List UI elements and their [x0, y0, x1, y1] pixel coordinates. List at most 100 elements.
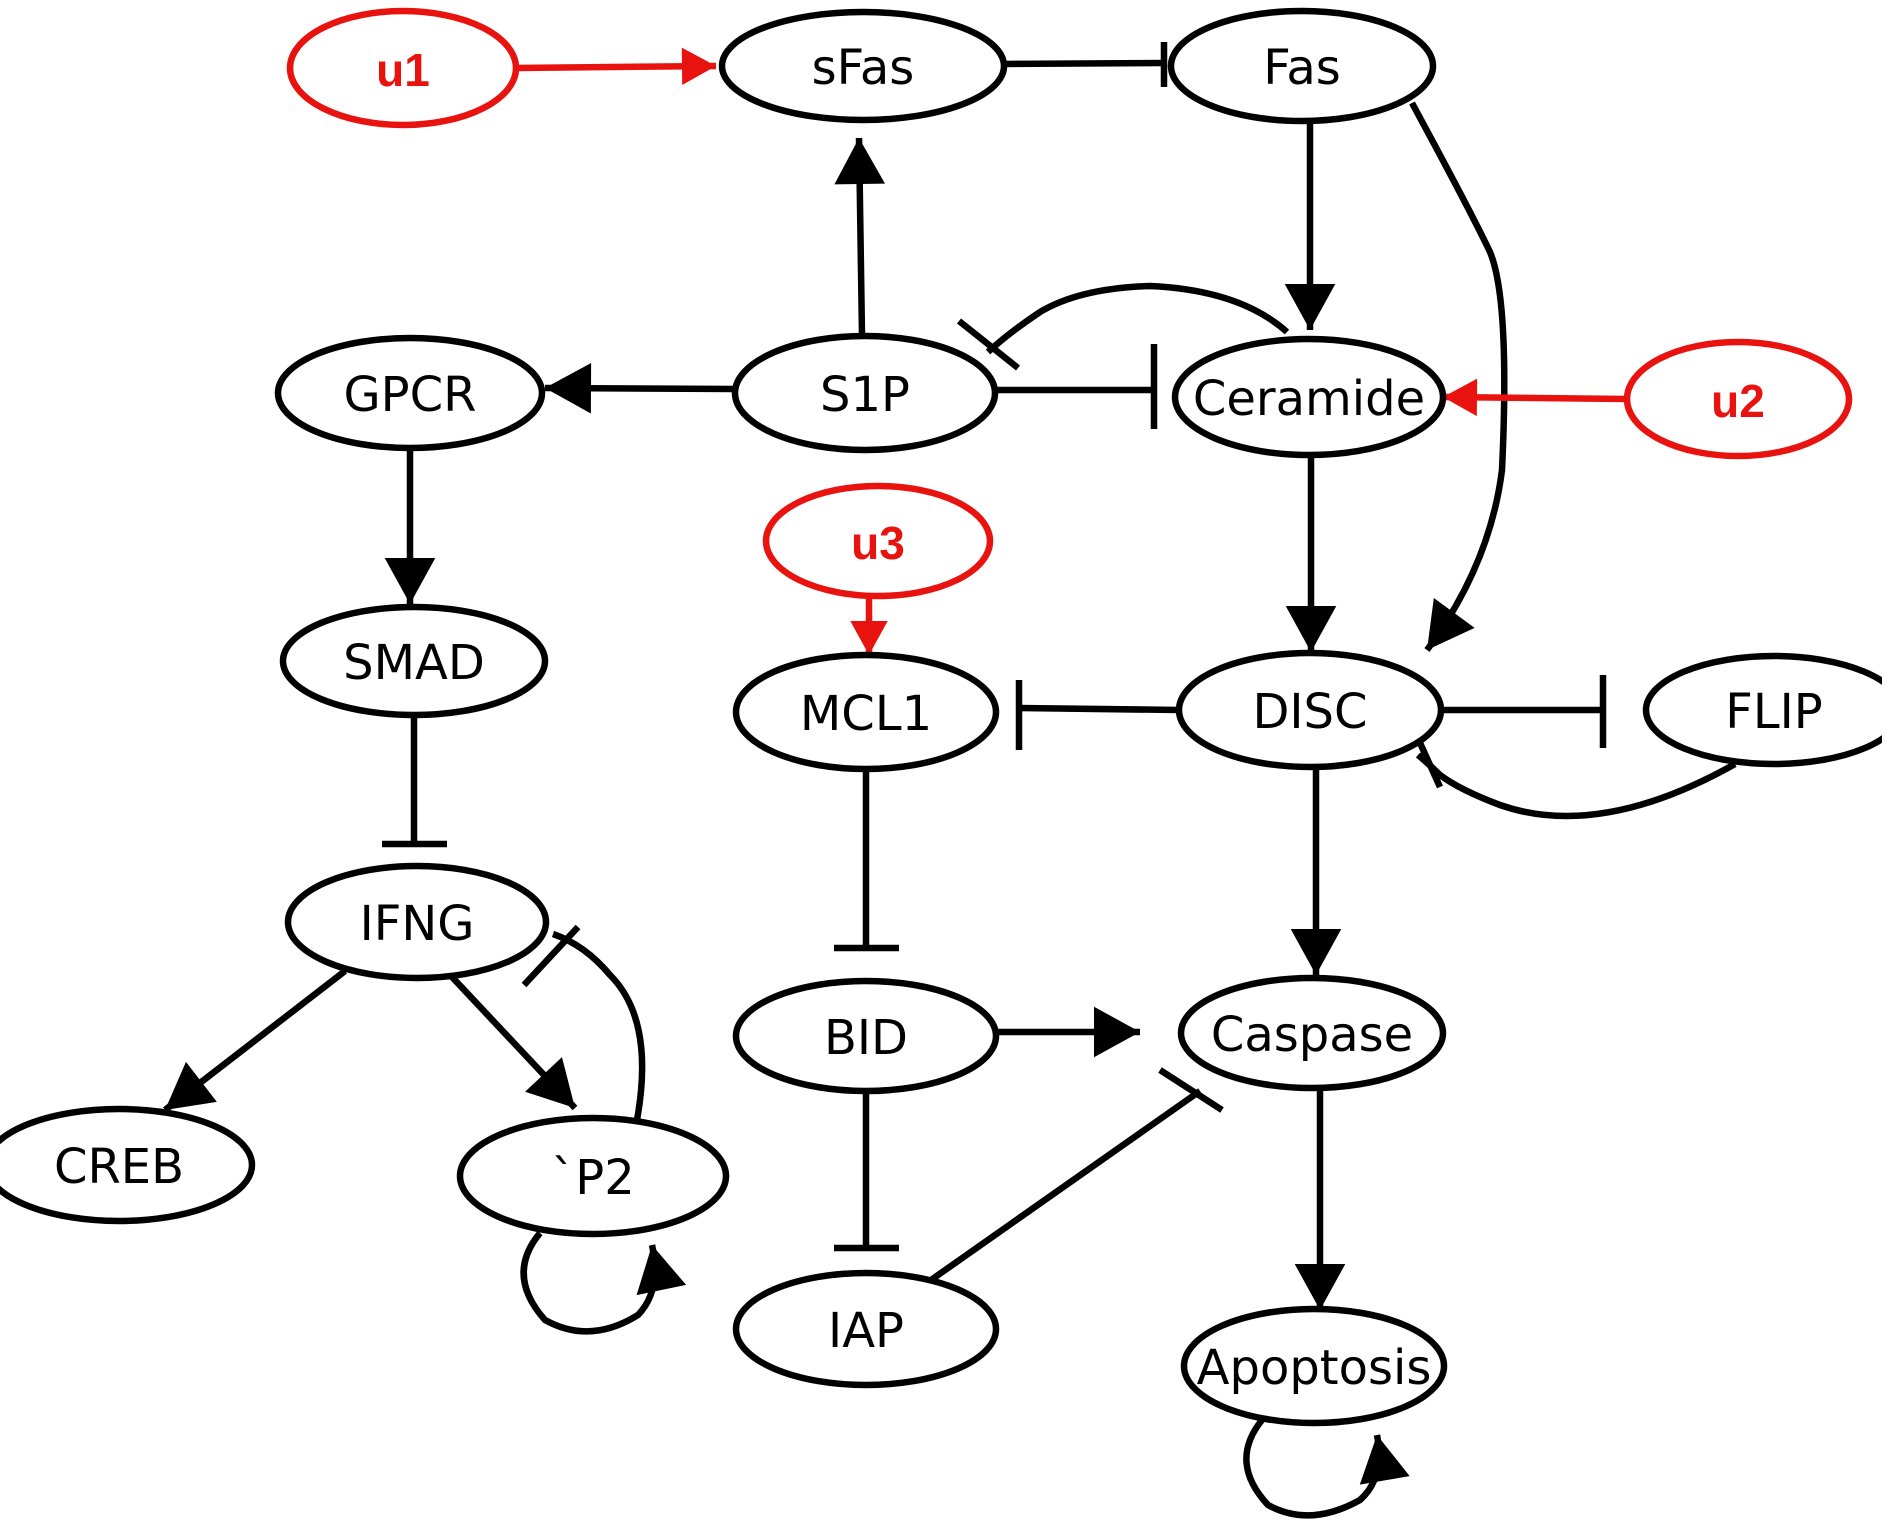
node-ceramide: Ceramide: [1171, 335, 1447, 459]
node-mcl1: MCL1: [732, 651, 1000, 773]
node-label: CREB: [54, 1139, 184, 1195]
node-ellipse: [279, 603, 549, 719]
node-p2: `P2: [456, 1114, 730, 1238]
arrowhead-activation: [525, 1057, 575, 1108]
node-creb: CREB: [0, 1105, 256, 1225]
node-ellipse: [762, 482, 994, 600]
node-sfas: sFas: [718, 8, 1008, 124]
edge-fas-activation-ceramide: [1284, 123, 1336, 330]
edge-iap-inhibition-caspase: [929, 1067, 1224, 1283]
node-ellipse: [732, 1269, 1000, 1389]
node-apoptosis: Apoptosis: [1180, 1305, 1448, 1427]
node-label: BID: [824, 1010, 908, 1066]
node-label: SMAD: [343, 635, 485, 691]
node-label: GPCR: [343, 367, 476, 423]
node-label: FLIP: [1725, 684, 1822, 740]
node-ellipse: [1171, 335, 1447, 459]
node-ellipse: [1167, 7, 1437, 125]
inhibition-bar: [956, 318, 1021, 371]
node-iap: IAP: [732, 1269, 1000, 1389]
edge-line: [985, 282, 1290, 355]
edge-s1p-activation-sfas: [834, 137, 885, 336]
edge-disc-inhibition-mcl1: [1015, 680, 1180, 750]
edge-disc-activation-caspase: [1290, 767, 1342, 975]
edge-ifng-activation-creb: [163, 968, 347, 1113]
edge-fas-activation-disc: [1409, 101, 1508, 652]
node-ellipse: [1623, 338, 1853, 460]
node-ellipse: [456, 1114, 730, 1238]
node-label: u1: [376, 44, 430, 96]
edge-line: [551, 930, 646, 1121]
inhibition-bar: [1158, 1067, 1224, 1113]
arrowhead-activation: [681, 47, 716, 86]
edge-u2-activation-ceramide: [1442, 378, 1628, 417]
node-u2: u2: [1623, 338, 1853, 460]
arrowhead-activation: [1443, 378, 1478, 417]
node-gpcr: GPCR: [274, 334, 546, 452]
arrowhead-activation: [1290, 929, 1342, 975]
node-label: u2: [1711, 375, 1765, 427]
node-bid: BID: [732, 977, 1000, 1095]
node-fas: Fas: [1167, 7, 1437, 125]
arrowhead-activation: [1284, 284, 1336, 330]
inhibition-bar: [521, 924, 581, 988]
node-label: S1P: [820, 367, 910, 423]
arrowhead-activation: [384, 558, 436, 604]
edge-s1p-inhibition-ceramide: [995, 344, 1158, 429]
edge-line: [1409, 101, 1508, 652]
node-label: IAP: [828, 1303, 904, 1359]
edge-gpcr-activation-smad: [384, 449, 436, 604]
arrowhead-activation: [1427, 597, 1475, 650]
arrowhead-activation: [1285, 606, 1337, 652]
arrowhead-activation: [165, 1061, 217, 1110]
node-ellipse: [284, 862, 550, 982]
node-ellipse: [1177, 974, 1447, 1092]
edge-u3-activation-mcl1: [850, 597, 888, 655]
edge-line: [929, 1088, 1202, 1283]
node-label: Apoptosis: [1197, 1340, 1432, 1396]
node-u3: u3: [762, 482, 994, 600]
edge-ceramide-activation-disc: [1285, 455, 1337, 652]
edge-caspase-activation-apoptosis: [1294, 1088, 1346, 1310]
node-caspase: Caspase: [1177, 974, 1447, 1092]
edge-line: [1003, 59, 1165, 68]
arrowhead-activation: [1359, 1435, 1410, 1485]
node-ellipse: [286, 7, 520, 129]
node-label: Caspase: [1211, 1007, 1413, 1063]
arrowhead-activation: [1094, 1006, 1140, 1058]
edge-s1p-activation-gpcr: [544, 362, 736, 414]
node-ellipse: [732, 651, 1000, 773]
edge-p2-activation-p2: [520, 1230, 687, 1335]
edge-smad-inhibition-ifng: [382, 715, 447, 848]
node-label: MCL1: [800, 686, 932, 742]
node-disc: DISC: [1175, 649, 1445, 771]
node-label: u3: [851, 517, 905, 569]
arrowhead-activation: [636, 1245, 687, 1296]
edges-layer: [163, 42, 1737, 1519]
edge-ceramide-inhibition-s1p: [956, 282, 1290, 371]
node-u1: u1: [286, 7, 520, 129]
edge-mcl1-inhibition-bid: [834, 770, 899, 952]
edge-u1-activation-sfas: [514, 47, 717, 86]
node-smad: SMAD: [279, 603, 549, 719]
node-label: Fas: [1263, 40, 1341, 96]
arrowhead-activation: [545, 362, 592, 414]
edge-p2-inhibition-ifng: [521, 924, 646, 1121]
edge-apoptosis-activation-apoptosis: [1243, 1417, 1410, 1519]
node-ellipse: [1180, 1305, 1448, 1427]
node-ellipse: [731, 332, 999, 454]
node-label: Ceramide: [1193, 371, 1425, 427]
node-ellipse: [1175, 649, 1445, 771]
node-ifng: IFNG: [284, 862, 550, 982]
edge-line: [520, 1230, 659, 1335]
edge-line: [1243, 1417, 1383, 1519]
node-label: sFas: [812, 40, 915, 96]
edge-bid-activation-caspase: [996, 1006, 1140, 1058]
arrowhead-activation: [850, 621, 888, 655]
node-ellipse: [0, 1105, 256, 1225]
node-flip: FLIP: [1642, 652, 1882, 768]
edge-ifng-activation-p2: [449, 974, 578, 1111]
node-label: DISC: [1252, 684, 1367, 740]
